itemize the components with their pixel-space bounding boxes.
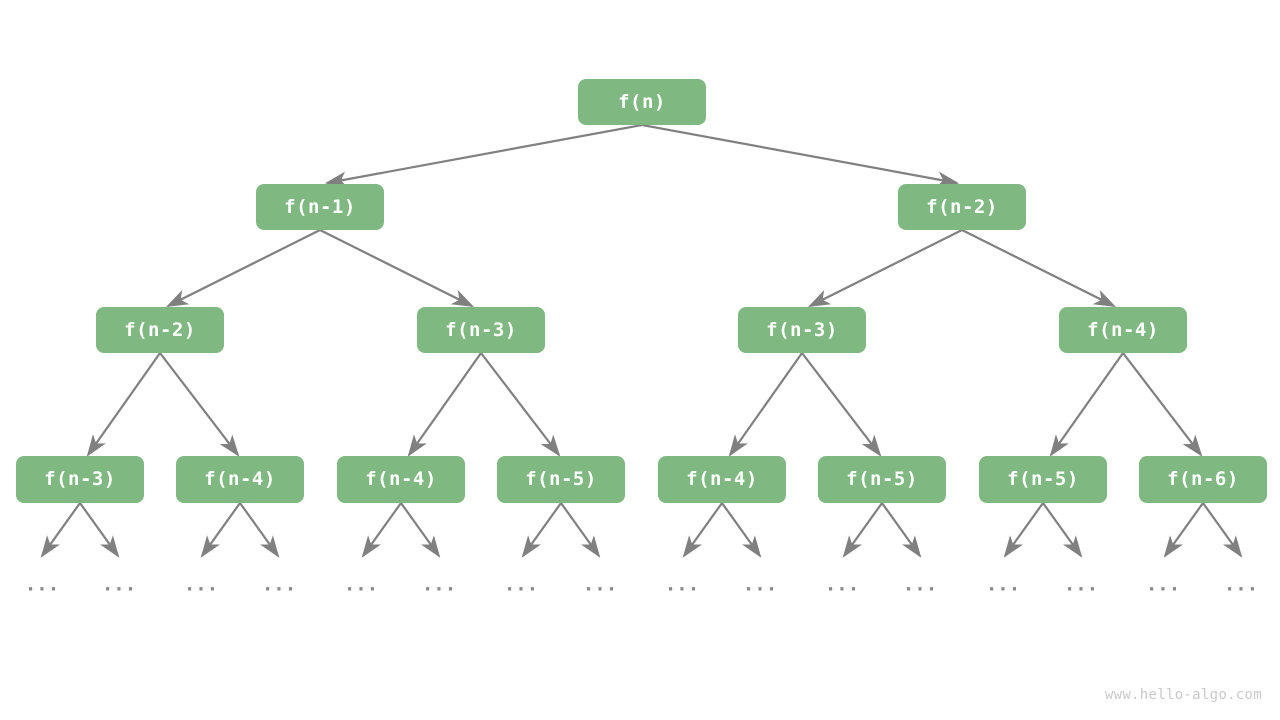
tree-edge: [1003, 502, 1044, 558]
tree-node-label: f(n-3): [766, 318, 838, 341]
tree-node-label: f(n-5): [846, 468, 918, 490]
tree-edge: [480, 352, 561, 457]
tree-edge: [239, 502, 280, 558]
ellipsis-marker: ...: [183, 573, 219, 596]
tree-node[interactable]: f(n-4): [176, 456, 304, 503]
tree-edge: [881, 502, 922, 558]
ellipsis-marker: ...: [1145, 573, 1181, 596]
tree-node[interactable]: f(n-2): [96, 307, 224, 353]
tree-edge: [86, 352, 161, 457]
tree-node-label: f(n-3): [445, 318, 517, 341]
tree-edge: [166, 229, 321, 307]
ellipsis-marker: ...: [824, 573, 860, 596]
ellipsis-marker: ...: [261, 573, 297, 596]
tree-node-label: f(n-5): [525, 468, 597, 490]
tree-edge: [842, 502, 883, 558]
tree-edge: [682, 502, 723, 558]
tree-edge: [400, 502, 441, 558]
tree-node[interactable]: f(n-5): [979, 456, 1107, 503]
tree-edge: [324, 123, 643, 188]
tree-edge: [728, 352, 803, 457]
tree-node-label: f(n): [618, 90, 666, 113]
ellipsis-marker: ...: [1223, 573, 1259, 596]
tree-node-label: f(n-5): [1007, 468, 1079, 490]
ellipsis-marker: ...: [101, 573, 137, 596]
tree-edge: [1049, 352, 1124, 457]
ellipsis-marker: ...: [503, 573, 539, 596]
tree-edge: [721, 502, 762, 558]
tree-edge: [1042, 502, 1083, 558]
tree-edge: [1163, 502, 1204, 558]
tree-edge: [1122, 352, 1203, 457]
tree-node[interactable]: f(n-3): [16, 456, 144, 503]
tree-edge: [79, 502, 120, 558]
tree-node-label: f(n-4): [1087, 318, 1159, 341]
tree-node[interactable]: f(n-5): [818, 456, 946, 503]
tree-node[interactable]: f(n-4): [1059, 307, 1187, 353]
ellipsis-marker: ...: [421, 573, 457, 596]
tree-node-label: f(n-4): [686, 468, 758, 490]
ellipsis-marker: ...: [664, 573, 700, 596]
tree-edge: [961, 229, 1116, 307]
tree-node[interactable]: f(n-2): [898, 184, 1026, 230]
ellipsis-marker: ...: [582, 573, 618, 596]
tree-edge: [808, 229, 963, 307]
tree-node-label: f(n-6): [1167, 468, 1239, 490]
ellipsis-marker: ...: [742, 573, 778, 596]
ellipsis-marker: ...: [902, 573, 938, 596]
tree-node[interactable]: f(n): [578, 79, 706, 125]
tree-edge: [560, 502, 601, 558]
tree-node-label: f(n-4): [365, 468, 437, 490]
tree-edge: [361, 502, 402, 558]
tree-edge: [40, 502, 81, 558]
tree-node[interactable]: f(n-3): [738, 307, 866, 353]
tree-node[interactable]: f(n-5): [497, 456, 625, 503]
tree-node[interactable]: f(n-4): [337, 456, 465, 503]
tree-node-label: f(n-1): [284, 195, 356, 218]
tree-edge: [801, 352, 882, 457]
tree-node[interactable]: f(n-3): [417, 307, 545, 353]
tree-node[interactable]: f(n-1): [256, 184, 384, 230]
tree-edge: [200, 502, 241, 558]
watermark: www.hello-algo.com: [1104, 687, 1262, 703]
tree-node-label: f(n-4): [204, 468, 276, 490]
tree-edge: [641, 123, 960, 188]
tree-node-label: f(n-2): [926, 195, 998, 218]
tree-node-label: f(n-2): [124, 318, 196, 341]
tree-edge: [159, 352, 240, 457]
tree-edge: [319, 229, 474, 307]
tree-node[interactable]: f(n-6): [1139, 456, 1267, 503]
tree-edge: [407, 352, 482, 457]
tree-node-label: f(n-3): [44, 468, 116, 490]
ellipsis-marker: ...: [24, 573, 60, 596]
ellipsis-marker: ...: [985, 573, 1021, 596]
tree-edge: [521, 502, 562, 558]
tree-edge: [1202, 502, 1243, 558]
ellipsis-marker: ...: [343, 573, 379, 596]
tree-node[interactable]: f(n-4): [658, 456, 786, 503]
ellipsis-marker: ...: [1063, 573, 1099, 596]
